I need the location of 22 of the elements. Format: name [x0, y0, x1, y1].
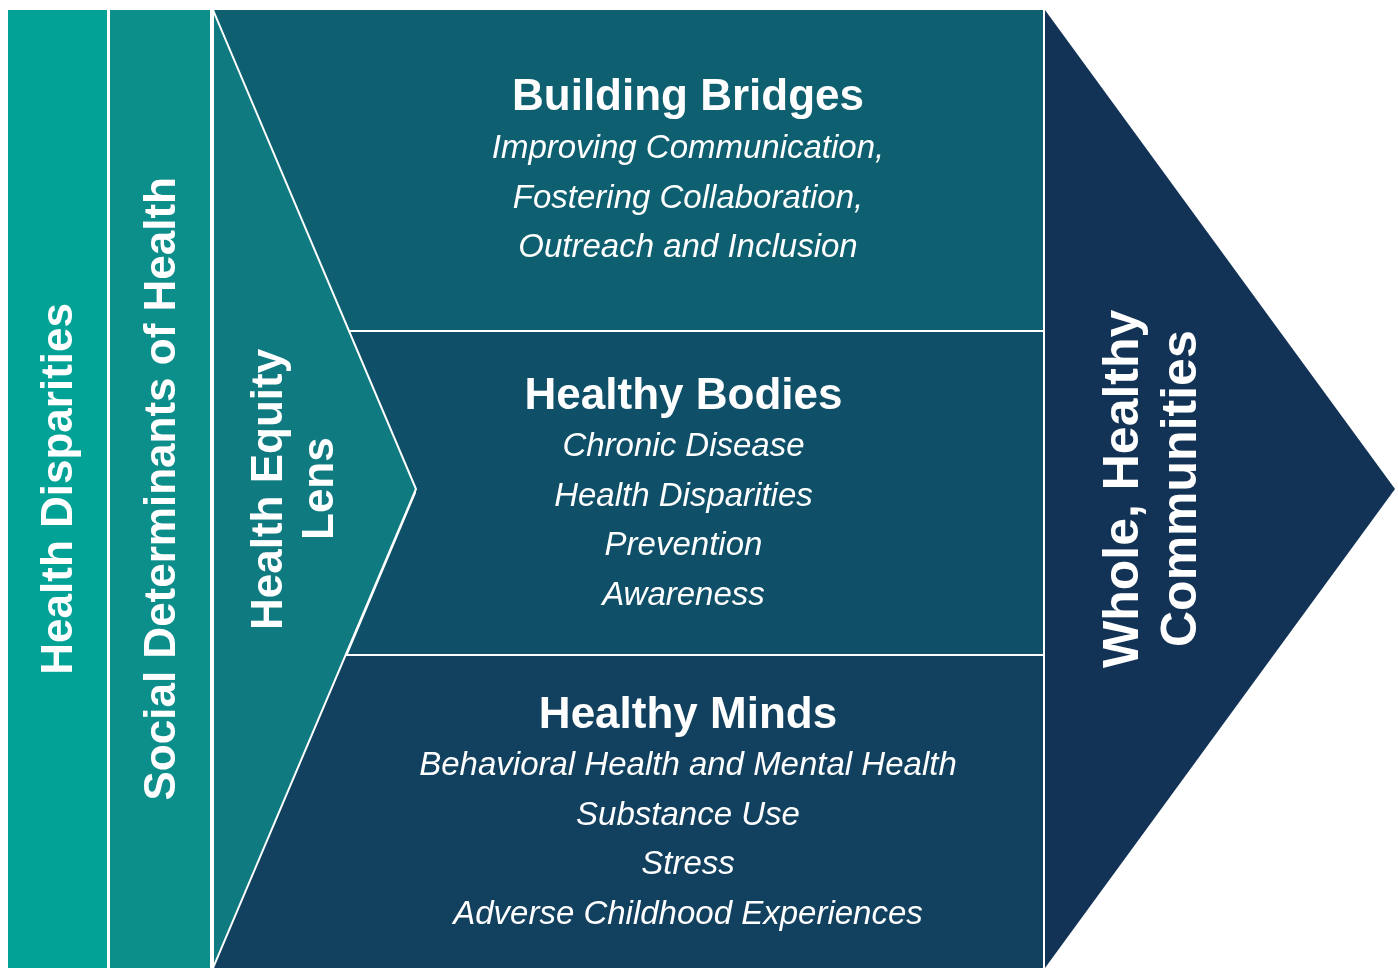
band-label: Health Disparities — [32, 303, 83, 675]
item-text: Substance Use — [576, 793, 800, 834]
outcome-label: Whole, Healthy Communities — [1092, 308, 1207, 671]
item-text: Outreach and Inclusion — [518, 226, 858, 267]
section-panel — [213, 10, 1043, 330]
vertical-band — [110, 10, 210, 968]
section-panel — [213, 656, 1043, 968]
section-heading: Building Bridges — [512, 69, 864, 122]
item-text: Stress — [641, 843, 735, 884]
item-text: Health Disparities — [554, 474, 813, 515]
lens-label: Health Equity Lens — [242, 347, 343, 632]
section-heading: Healthy Bodies — [524, 367, 843, 420]
item-text: Awareness — [602, 573, 765, 614]
band-label: Social Determinants of Health — [134, 177, 185, 801]
item-text: Chronic Disease — [562, 425, 805, 466]
vertical-band — [8, 10, 107, 968]
item-text: Fostering Collaboration, — [512, 176, 864, 217]
item-text: Adverse Childhood Experiences — [453, 892, 923, 933]
item-text: Prevention — [604, 524, 763, 565]
item-text: Improving Communication, — [491, 127, 885, 168]
item-text: Behavioral Health and Mental Health — [419, 744, 957, 785]
section-heading: Healthy Minds — [538, 686, 838, 739]
